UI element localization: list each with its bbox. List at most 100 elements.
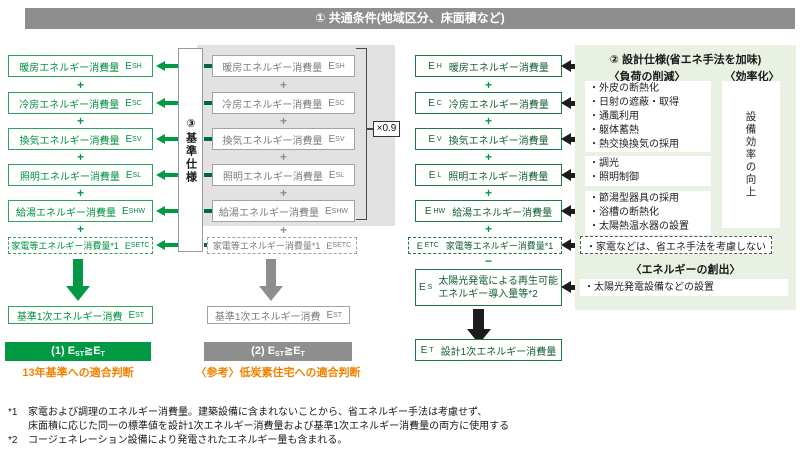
arrow-left-icon xyxy=(156,240,165,250)
energy-symbol: E xyxy=(128,309,136,321)
box-label: 暖房エネルギー消費量 xyxy=(222,62,323,74)
energy-symbol-sub: SETC xyxy=(332,242,352,249)
footnote-text: 家電および調理のエネルギー消費量。建築設備に含まれないことから、省エネルギー手法… xyxy=(28,407,488,418)
box-label: 冷房エネルギー消費量 xyxy=(222,99,323,111)
arrow-stem xyxy=(164,101,178,105)
arrow-down-stem xyxy=(73,259,83,287)
bullet-item: ・照明制御 xyxy=(589,172,639,183)
box-label: 家電等エネルギー消費量*1 xyxy=(445,241,554,251)
energy-symbol-sub: SETC xyxy=(130,242,150,249)
box-label: 暖房エネルギー消費量 xyxy=(448,62,549,74)
energy-symbol-sub: SC xyxy=(131,99,142,107)
arrow-left-black-icon xyxy=(561,205,571,217)
plus-sign: + xyxy=(76,150,84,164)
energy-symbol: E xyxy=(428,97,435,109)
arrow-left-icon xyxy=(156,61,165,71)
load-group-lighting: ・調光 ・照明制御 xyxy=(585,156,711,186)
arrow-stem xyxy=(204,64,216,68)
footnote-marker: *1 xyxy=(8,407,18,418)
arrow-left-black-icon xyxy=(561,169,571,181)
plus-sign: + xyxy=(279,186,287,200)
design-spec-title: ② 設計仕様(省エネ手法を加味) xyxy=(609,54,762,66)
renewable-line2: エネルギー導入量等*2 xyxy=(438,288,538,300)
load-group-envelope: ・外皮の断熱化 ・日射の遮蔽・取得 ・通風利用 ・躯体蓄熱 ・熱交換換気の採用 xyxy=(585,81,711,152)
plus-sign: + xyxy=(279,114,287,128)
footnote-marker: *2 xyxy=(8,435,18,446)
arrow-left-black-icon xyxy=(561,60,571,72)
energy-symbol-sub: SC xyxy=(334,99,345,107)
arrow-stem xyxy=(204,173,216,177)
bullet-item: ・太陽熱温水器の設置 xyxy=(589,221,689,232)
box-label: 家電等エネルギー消費量*1 xyxy=(11,241,119,251)
bracket-tick xyxy=(367,128,373,130)
arrow-down-stem xyxy=(266,259,276,287)
energy-symbol-sub: HW xyxy=(433,207,446,215)
energy-symbol-sub: SL xyxy=(335,171,345,179)
energy-symbol: E xyxy=(420,344,428,356)
bullet-item: ・通風利用 xyxy=(589,111,639,122)
load-group-hotwater: ・節湯型器具の採用 ・浴槽の断熱化 ・太陽熱温水器の設置 xyxy=(585,191,711,235)
arrow-stem xyxy=(204,101,216,105)
efficiency-header: 〈効率化〉 xyxy=(724,71,780,83)
judgment-operator: ≧ xyxy=(83,345,94,357)
energy-symbol-sub: SHW xyxy=(128,207,145,215)
energy-symbol: E xyxy=(424,205,432,217)
bullet-item: ・浴槽の断熱化 xyxy=(589,207,659,218)
energy-symbol: E xyxy=(125,133,133,145)
arrow-down-icon xyxy=(66,286,90,301)
energy-symbol: E xyxy=(125,169,133,181)
bullet-item: ・躯体蓄熱 xyxy=(589,125,639,136)
judgment-bar-1: (1) EST≧ET xyxy=(5,342,151,361)
efficiency-box: 設備効率の向上 xyxy=(722,81,780,228)
energy-symbol: E xyxy=(326,240,333,251)
arrow-left-black-icon xyxy=(561,239,571,251)
arrow-left-black-icon xyxy=(561,281,571,293)
arrow-left-icon xyxy=(156,170,165,180)
bullet-item: ・外皮の断熱化 xyxy=(589,83,659,94)
arrow-left-icon xyxy=(156,98,165,108)
footnote-text: 床面積に応じた同一の標準値を設計1次エネルギー消費量および基準1次エネルギー消費… xyxy=(28,421,510,432)
arrow-left-black-icon xyxy=(561,133,571,145)
arrow-left-black-icon xyxy=(561,97,571,109)
page-title: ① 共通条件(地域区分、床面積など) xyxy=(25,8,795,29)
judgment-number: (1) xyxy=(51,345,65,357)
box-label: 給湯エネルギー消費量 xyxy=(15,207,116,219)
plus-sign: + xyxy=(484,114,492,128)
energy-symbol: E xyxy=(124,240,131,251)
efficiency-label: 設備効率の向上 xyxy=(744,110,757,199)
energy-symbol: E xyxy=(328,97,335,109)
energy-symbol-sub: C xyxy=(436,99,442,107)
energy-symbol-sub: T xyxy=(429,346,434,354)
box-label: 照明エネルギー消費量 xyxy=(19,171,120,183)
plus-sign: + xyxy=(76,114,84,128)
arrow-left-icon xyxy=(156,206,165,216)
box-label: 照明エネルギー消費量 xyxy=(448,171,549,183)
judgment-caption-2: 〈参考〉低炭素住宅への適合判断 xyxy=(195,367,361,379)
energy-creation-header: 〈エネルギーの創出〉 xyxy=(630,264,741,276)
box-label: 換気エネルギー消費量 xyxy=(448,135,549,147)
energy-symbol-sub: ST xyxy=(333,311,343,319)
box-label: 家電等エネルギー消費量*1 xyxy=(212,241,321,251)
energy-symbol-sub: SH xyxy=(131,62,142,70)
multiplier-bracket xyxy=(356,48,367,220)
energy-symbol-sub: SV xyxy=(335,135,345,143)
energy-symbol-sub: V xyxy=(437,135,442,143)
plus-sign: + xyxy=(76,78,84,92)
plus-sign: + xyxy=(484,150,492,164)
energy-symbol: E xyxy=(416,240,423,251)
reference-spec-vertical-box: ③基準仕様 xyxy=(178,48,203,252)
box-label: 冷房エネルギー消費量 xyxy=(448,99,549,111)
energy-symbol: E xyxy=(428,169,436,181)
energy-symbol-sub: SHW xyxy=(331,207,348,215)
arrow-left-icon xyxy=(156,134,165,144)
arrow-stem xyxy=(164,64,178,68)
